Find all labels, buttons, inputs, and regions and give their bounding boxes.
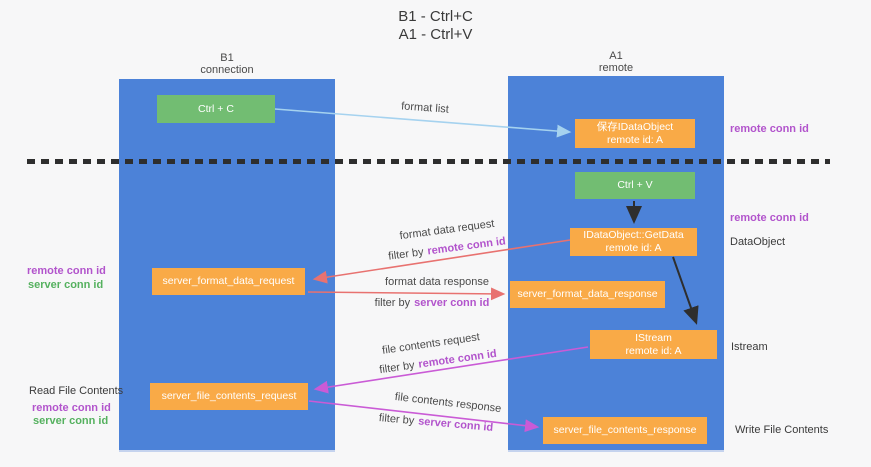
lane-header-right: A1 remote — [566, 50, 666, 74]
node-server-format-data-request-label: server_format_data_request — [162, 275, 295, 287]
filter-by-prefix: filter by — [378, 412, 415, 428]
filter-key-remote-conn-id: remote conn id — [417, 347, 498, 371]
node-save-idataobject-line1: 保存IDataObject — [596, 120, 674, 133]
node-istream-line1: IStream — [635, 331, 672, 344]
label-remote-conn-id-left-1: remote conn id — [27, 265, 106, 277]
filter-by-prefix: filter by — [387, 246, 425, 263]
node-getdata-line2: remote id: A — [605, 242, 662, 254]
label-remote-conn-id-top-right: remote conn id — [730, 123, 809, 135]
node-save-idataobject-line2: remote id: A — [606, 133, 664, 146]
node-istream-line2: remote id: A — [625, 344, 682, 357]
filter-key-remote-conn-id: remote conn id — [426, 235, 507, 258]
node-server-file-contents-request-label: server_file_contents_request — [161, 390, 297, 402]
label-read-file-contents: Read File Contents — [29, 385, 124, 397]
node-server-format-data-request: server_format_data_request — [152, 268, 305, 295]
label-server-conn-id-left-1: server conn id — [28, 279, 104, 291]
filter-by-prefix: filter by — [378, 359, 416, 377]
node-ctrl-c-label: Ctrl + C — [198, 102, 234, 115]
dashed-separator-line — [27, 159, 830, 164]
node-ctrl-c: Ctrl + C — [157, 95, 275, 123]
filter-key-server-conn-id: server conn id — [414, 297, 490, 309]
lane-header-left: B1 connection — [177, 52, 277, 76]
label-remote-conn-id-left-2: remote conn id — [32, 402, 111, 414]
label-remote-conn-id-right-2: remote conn id — [730, 212, 809, 224]
edge-label-format-list: format list — [400, 100, 450, 116]
node-save-idataobject: 保存IDataObject remote id: A — [575, 119, 695, 148]
arrow-format-data-response — [307, 287, 506, 301]
label-istream: Istream — [731, 341, 768, 353]
lane-right-name: A1 — [609, 50, 623, 62]
node-server-file-contents-request: server_file_contents_request — [150, 383, 308, 410]
edge-label-file-contents-response: file contents response — [394, 390, 502, 416]
diagram-title: B1 - Ctrl+C A1 - Ctrl+V — [0, 8, 871, 44]
lane-left-name: B1 — [220, 52, 234, 64]
node-server-file-contents-response-label: server_file_contents_response — [553, 424, 697, 436]
filter-by-prefix: filter by — [374, 297, 411, 309]
node-idataobject-getdata: IDataObject::GetData remote id: A — [570, 228, 697, 256]
label-server-conn-id-left-2: server conn id — [33, 415, 109, 427]
label-dataobject: DataObject — [730, 236, 786, 248]
node-ctrl-v-label: Ctrl + V — [617, 179, 653, 191]
filter-key-server-conn-id: server conn id — [417, 415, 494, 434]
title-line-2: A1 - Ctrl+V — [398, 26, 473, 43]
node-server-format-data-response-label: server_format_data_response — [517, 288, 658, 300]
edge-label-format-data-response: format data response — [385, 276, 489, 288]
lane-right-subtitle: remote — [598, 62, 634, 74]
node-ctrl-v: Ctrl + V — [575, 172, 695, 199]
node-istream: IStream remote id: A — [590, 330, 717, 359]
title-line-1: B1 - Ctrl+C — [398, 8, 473, 25]
label-write-file-contents: Write File Contents — [735, 424, 829, 436]
node-server-file-contents-response: server_file_contents_response — [543, 417, 707, 444]
node-server-format-data-response: server_format_data_response — [510, 281, 665, 308]
lane-left-subtitle: connection — [200, 64, 254, 76]
node-getdata-line1: IDataObject::GetData — [583, 229, 684, 241]
